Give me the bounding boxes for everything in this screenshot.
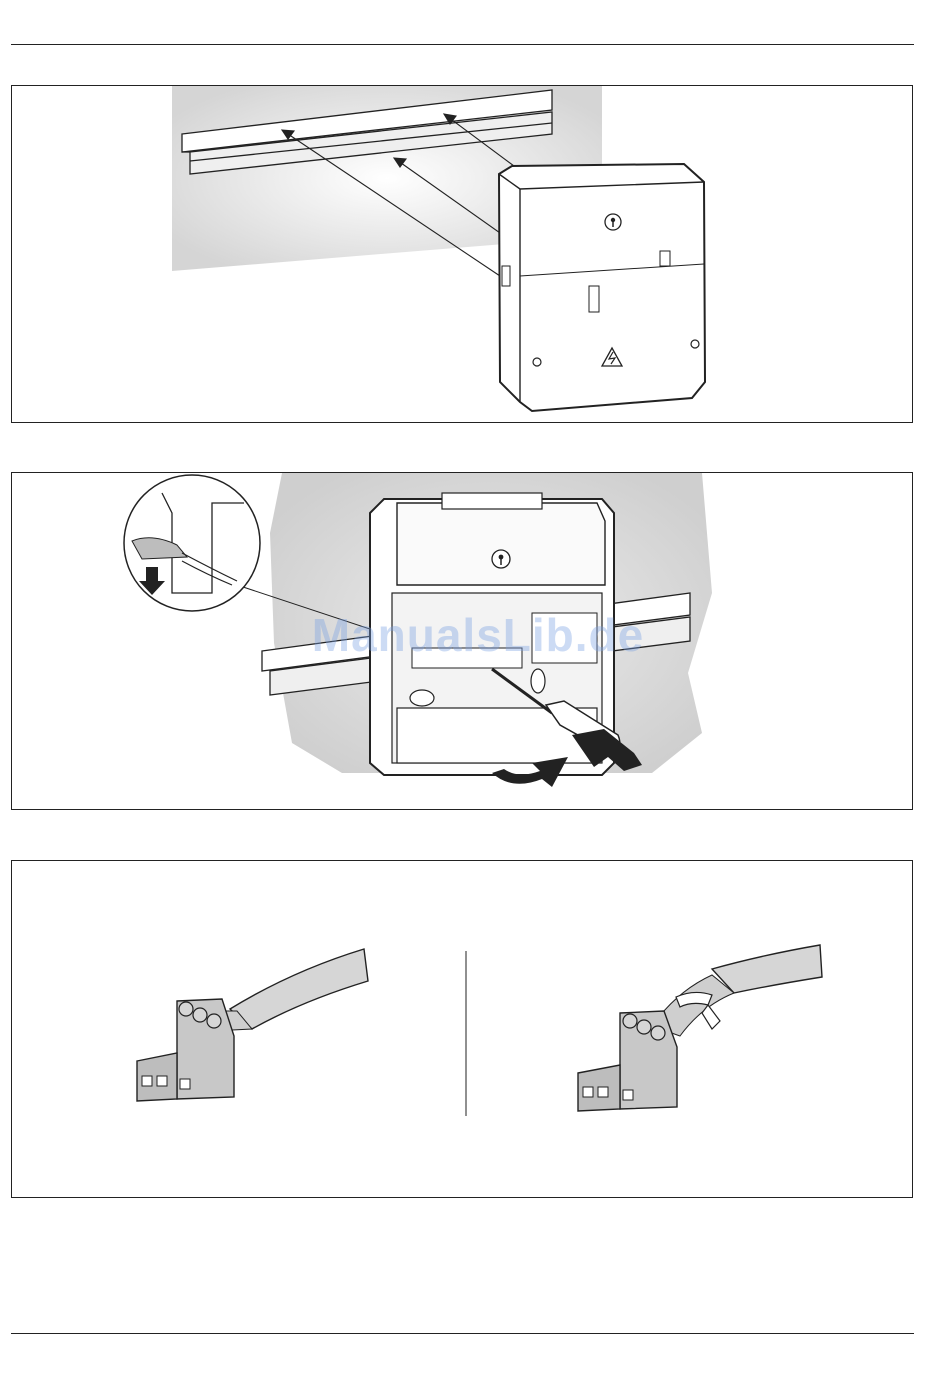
top-rule [11, 44, 914, 45]
watermark: ManualsLib.de [288, 608, 668, 662]
module-housing [499, 164, 705, 411]
lock-icon [492, 550, 510, 568]
figure-mount-on-rail [11, 85, 913, 423]
mount-illustration [12, 86, 912, 422]
connector-illustration [12, 861, 912, 1197]
terminal-connector-right [578, 945, 822, 1111]
lock-icon [605, 214, 621, 230]
figure-connector-variants [11, 860, 913, 1198]
bottom-rule [11, 1333, 914, 1334]
terminal-connector-left [137, 949, 368, 1101]
